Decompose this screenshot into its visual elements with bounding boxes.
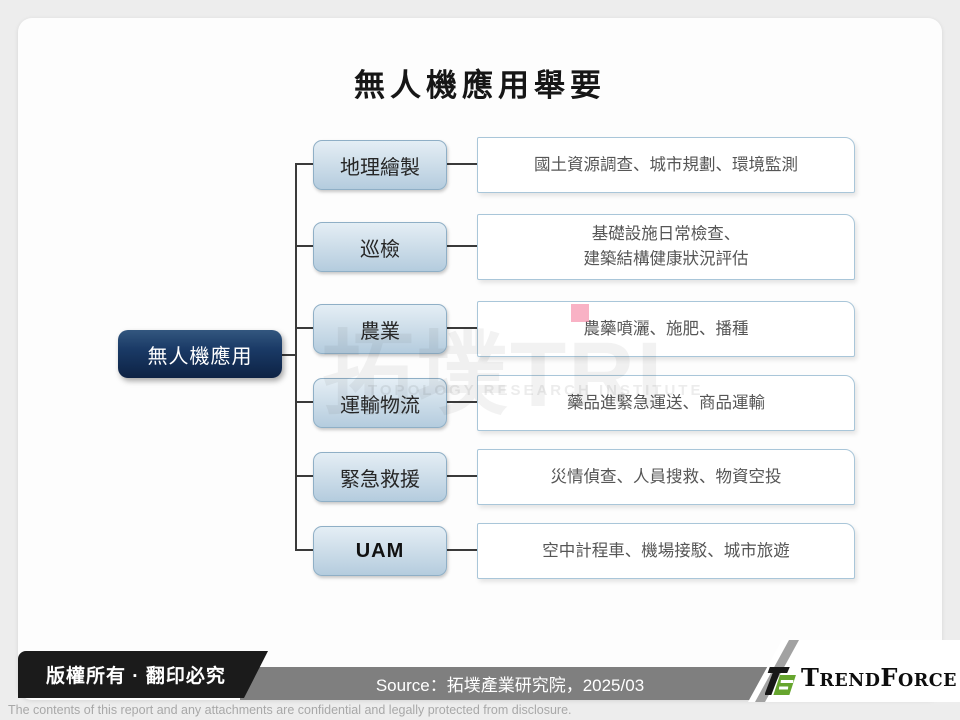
logo-letters-rend: REND: [819, 671, 881, 691]
description-box-rescue: 災情偵查、人員搜救、物資空投: [477, 449, 855, 505]
logo-letter-f: F: [880, 663, 898, 692]
logo-letter-t: T: [801, 663, 820, 692]
connector-link-1: [445, 163, 477, 165]
footer-source-bar: Source：拓墣產業研究院，2025/03: [240, 667, 800, 700]
connector-stub-2: [296, 245, 313, 247]
source-text: Source：拓墣產業研究院，2025/03: [375, 676, 645, 695]
category-box-logistics: 運輸物流: [313, 378, 447, 428]
watermark-logo: 拓墣TRI: [322, 324, 665, 426]
connector-link-2: [445, 245, 477, 247]
pink-highlight-mark: [571, 304, 589, 322]
footer-logo-area: TRENDFORCE: [748, 640, 960, 702]
watermark-subtitle: TOPOLOGY RESEARCH INSTITUTE: [368, 382, 704, 399]
footer-copyright-bar: 版權所有 · 翻印必究: [18, 651, 268, 698]
page-title: 無人機應用舉要: [354, 68, 606, 104]
trendforce-logo-text: TRENDFORCE: [801, 663, 957, 692]
description-box-inspection: 基礎設施日常檢查、 建築結構健康狀況評估: [477, 214, 855, 280]
trendforce-logo-icon: [765, 667, 796, 695]
root-node-drone-applications: 無人機應用: [118, 330, 282, 378]
connector-stub-6: [296, 549, 313, 551]
description-box-logistics: 藥品進緊急運送、商品運輸: [477, 375, 855, 431]
connector-stub-5: [296, 475, 313, 477]
category-box-mapping: 地理繪製: [313, 140, 447, 190]
connector-link-3: [445, 327, 477, 329]
connector-stub-1: [296, 163, 313, 165]
slide-card: 無人機應用舉要 拓墣TRI TOPOLOGY RESEARCH INSTITUT…: [18, 18, 942, 700]
category-box-uam: UAM: [313, 526, 447, 576]
connector-link-5: [445, 475, 477, 477]
category-box-agriculture: 農業: [313, 304, 447, 354]
connector-stub-4: [296, 401, 313, 403]
connector-link-4: [445, 401, 477, 403]
connector-root: [281, 354, 296, 356]
copyright-text: 版權所有 · 翻印必究: [46, 666, 226, 687]
connector-link-6: [445, 549, 477, 551]
connector-stub-3: [296, 327, 313, 329]
confidentiality-disclaimer: The contents of this report and any atta…: [8, 703, 572, 717]
description-box-uam: 空中計程車、機場接駁、城市旅遊: [477, 523, 855, 579]
logo-letters-orce: ORCE: [897, 671, 958, 691]
description-box-mapping: 國土資源調查、城市規劃、環境監測: [477, 137, 855, 193]
category-box-rescue: 緊急救援: [313, 452, 447, 502]
connector-spine: [295, 163, 297, 551]
category-box-inspection: 巡檢: [313, 222, 447, 272]
description-box-agriculture: 農藥噴灑、施肥、播種: [477, 301, 855, 357]
